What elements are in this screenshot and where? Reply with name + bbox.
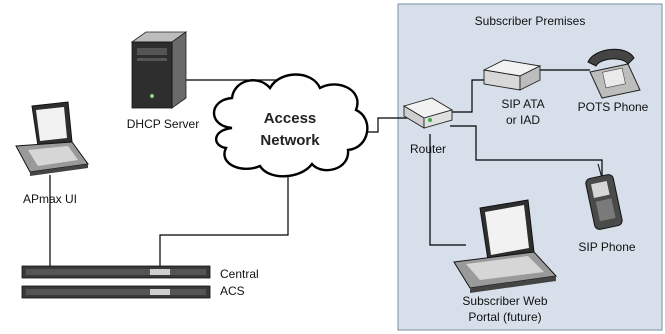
link-router-portal (429, 134, 466, 246)
pots-phone-label: POTS Phone (577, 100, 649, 114)
sip-ata-line2: or IAD (505, 113, 540, 127)
access-network-line2: Network (260, 132, 320, 149)
router-icon (402, 97, 454, 129)
apmax-ui-label: APmax UI (22, 192, 77, 206)
dhcp-server-label: DHCP Server (126, 117, 200, 131)
subscriber-portal-laptop-icon (453, 199, 558, 293)
dhcp-server-icon (130, 31, 188, 109)
sip-phone-icon (585, 163, 623, 230)
subscriber-premises-title: Subscriber Premises (474, 14, 586, 28)
central-acs-icon (21, 265, 211, 299)
sip-ata-icon (482, 59, 542, 91)
central-acs-label: Central ACS (220, 267, 259, 298)
subscriber-portal-line2: Portal (future) (468, 310, 542, 324)
central-acs-line2: ACS (220, 284, 245, 298)
central-acs-line1: Central (220, 267, 259, 281)
apmax-laptop-icon (15, 101, 89, 176)
sip-ata-line1: SIP ATA (501, 97, 545, 111)
link-router-ata (448, 79, 487, 113)
subscriber-portal-line1: Subscriber Web (462, 294, 548, 308)
subscriber-portal-label: Subscriber Web Portal (future) (440, 294, 570, 324)
pots-phone-icon (587, 48, 641, 99)
router-label: Router (409, 142, 447, 156)
access-network-label: Access Network (240, 108, 340, 152)
link-cloud-acs (159, 170, 289, 268)
sip-ata-label: SIP ATA or IAD (488, 97, 558, 127)
access-network-line1: Access (263, 110, 317, 127)
access-network-cloud (213, 73, 369, 178)
sip-phone-label: SIP Phone (578, 240, 636, 254)
link-router-sipphone (450, 125, 603, 178)
